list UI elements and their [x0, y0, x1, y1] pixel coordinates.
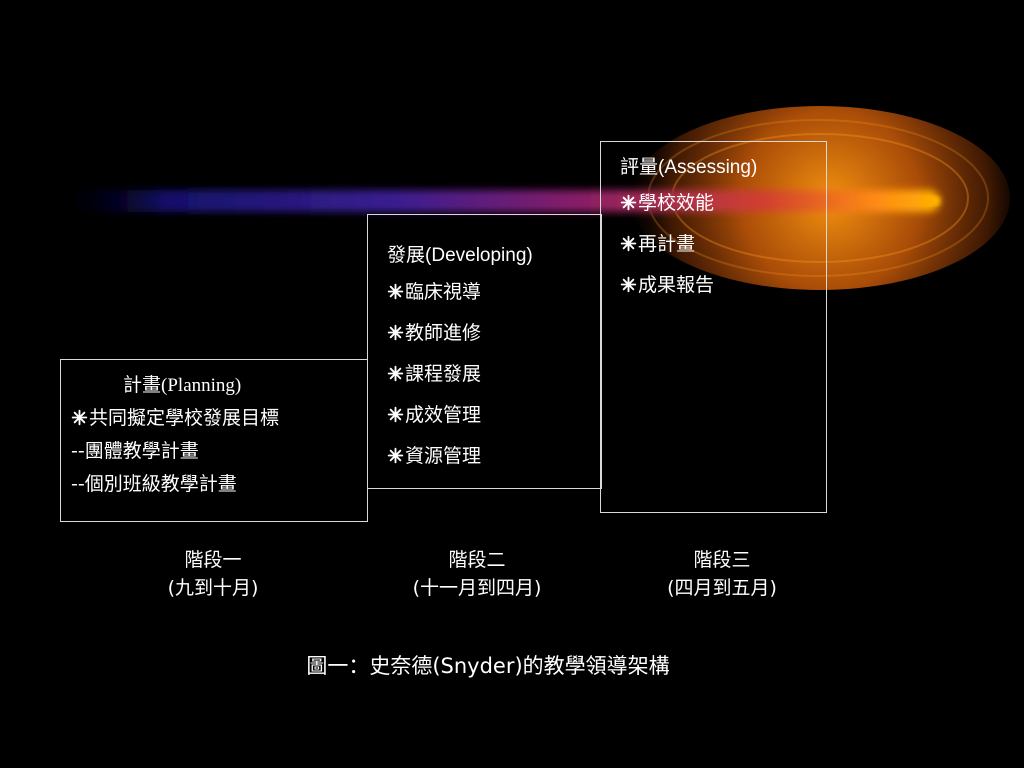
developing-item: 資源管理: [387, 443, 481, 484]
asterisk-bullet-icon: [71, 409, 88, 426]
asterisk-bullet-icon: [620, 276, 637, 293]
developing-stage-box: 發展(Developing) 臨床視導 教師進修 課程發展 成效管理 資源管理: [367, 214, 602, 489]
stage-one-label: 階段一 (九到十月): [168, 546, 259, 602]
stage-name: 階段一: [184, 549, 242, 571]
developing-item: 成效管理: [387, 402, 481, 443]
developing-item-text: 課程發展: [405, 363, 482, 385]
developing-item-text: 成效管理: [405, 404, 482, 426]
planning-item: 共同擬定學校發展目標: [71, 406, 279, 439]
asterisk-bullet-icon: [620, 194, 637, 211]
planning-item: --團體教學計畫: [71, 439, 279, 472]
assessing-item: 再計畫: [620, 231, 714, 272]
assessing-title-zh: 評量: [620, 156, 659, 178]
developing-item: 課程發展: [387, 361, 481, 402]
developing-item: 教師進修: [387, 320, 481, 361]
assessing-item-text: 再計畫: [638, 233, 696, 255]
stage-period: (四月到五月): [667, 577, 777, 599]
assessing-item-text: 學校效能: [638, 192, 715, 214]
developing-title-zh: 發展: [387, 244, 426, 266]
developing-title-en: (Developing): [425, 245, 533, 266]
assessing-stage-box: 評量(Assessing) 學校效能 再計畫 成果報告: [600, 141, 827, 513]
asterisk-bullet-icon: [387, 447, 404, 464]
asterisk-bullet-icon: [387, 324, 404, 341]
assessing-title: 評量(Assessing): [620, 152, 757, 179]
stage-period: (九到十月): [167, 577, 259, 599]
planning-item-text: 共同擬定學校發展目標: [89, 407, 280, 429]
planning-title-en: (Planning): [161, 375, 242, 396]
asterisk-bullet-icon: [620, 235, 637, 252]
planning-title-zh: 計畫: [123, 374, 162, 396]
asterisk-bullet-icon: [387, 406, 404, 423]
developing-item-text: 資源管理: [405, 445, 482, 467]
developing-item: 臨床視導: [387, 279, 481, 320]
planning-stage-box: 計畫(Planning) 共同擬定學校發展目標 --團體教學計畫 --個別班級教…: [60, 359, 368, 522]
planning-title: 計畫(Planning): [123, 370, 241, 397]
figure-caption: 圖一：史奈德(Snyder)的教學領導架構: [306, 654, 670, 678]
assessing-item: 成果報告: [620, 272, 714, 313]
stage-name: 階段二: [448, 549, 506, 571]
developing-item-text: 教師進修: [405, 322, 482, 344]
planning-item-text: --團體教學計畫: [71, 440, 199, 462]
developing-title: 發展(Developing): [387, 240, 533, 267]
developing-item-list: 臨床視導 教師進修 課程發展 成效管理 資源管理: [387, 279, 481, 484]
stage-period: (十一月到四月): [412, 577, 542, 599]
stage-name: 階段三: [693, 549, 751, 571]
assessing-item-text: 成果報告: [638, 274, 715, 296]
planning-item: --個別班級教學計畫: [71, 472, 279, 505]
stage-two-label: 階段二 (十一月到四月): [413, 546, 542, 602]
asterisk-bullet-icon: [387, 283, 404, 300]
assessing-item: 學校效能: [620, 190, 714, 231]
planning-item-text: --個別班級教學計畫: [71, 473, 237, 495]
assessing-item-list: 學校效能 再計畫 成果報告: [620, 190, 714, 313]
asterisk-bullet-icon: [387, 365, 404, 382]
planning-item-list: 共同擬定學校發展目標 --團體教學計畫 --個別班級教學計畫: [71, 406, 279, 505]
stage-three-label: 階段三 (四月到五月): [667, 546, 777, 602]
developing-item-text: 臨床視導: [405, 281, 482, 303]
assessing-title-en: (Assessing): [658, 157, 758, 178]
